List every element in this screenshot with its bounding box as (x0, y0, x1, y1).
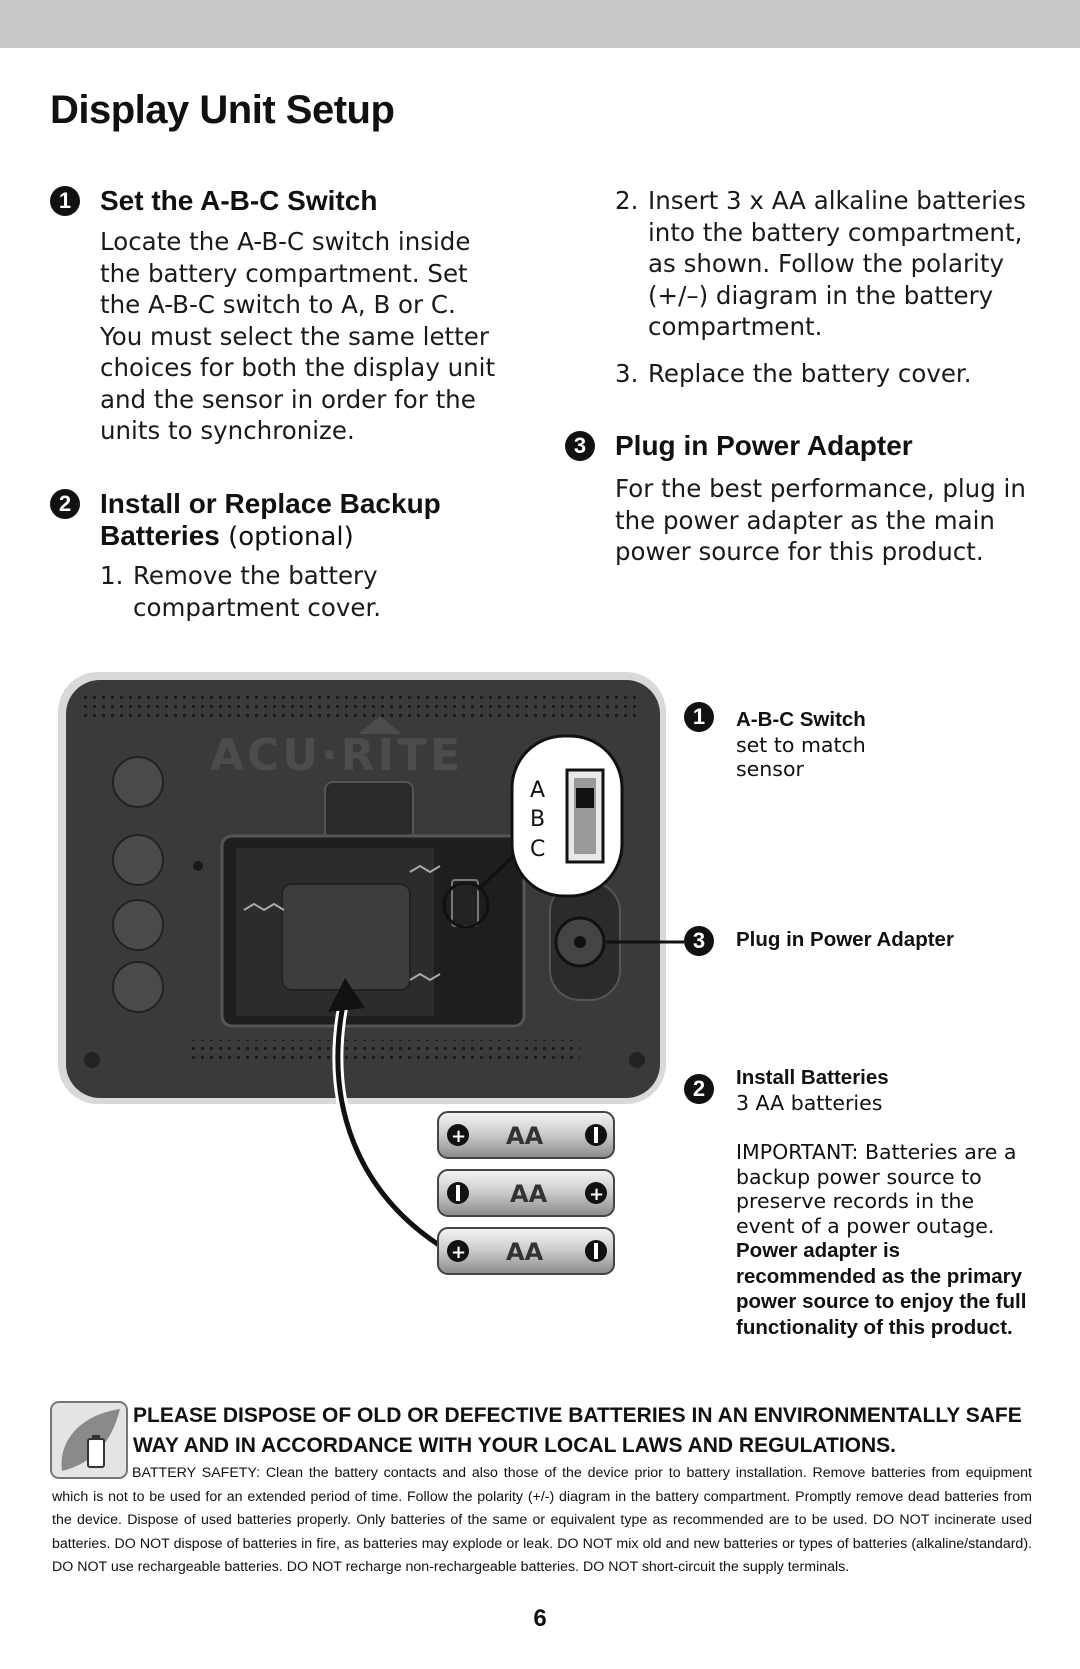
battery-disposal-icon (50, 1401, 128, 1479)
disposal-heading: PLEASE DISPOSE OF OLD OR DEFECTIVE BATTE… (133, 1404, 1022, 1457)
battery-2-label: AA (510, 1180, 548, 1208)
callout-power-adapter-title: Plug in Power Adapter (736, 928, 954, 951)
section-2-optional: (optional) (219, 522, 354, 552)
spring-right-bottom (409, 972, 441, 982)
switch-letter-a: A (530, 778, 545, 803)
step-3-number: 3. (615, 359, 639, 388)
side-button-3 (112, 899, 164, 951)
battery-cover-tab (281, 883, 411, 991)
battery-safety-body: BATTERY SAFETY: Clean the battery contac… (52, 1465, 1032, 1575)
side-button-1 (112, 756, 164, 808)
section-3-body: For the best performance, plug in the po… (615, 474, 1026, 566)
top-band (0, 0, 1080, 48)
callout-abc-switch-title: A-B-C Switch (736, 708, 866, 731)
switch-letter-c: C (530, 837, 545, 862)
screw-right (629, 1052, 645, 1068)
battery-safety-text: BATTERY SAFETY: Clean the battery contac… (52, 1462, 1032, 1580)
step-number-1-icon: 1 (50, 186, 80, 216)
battery-3: + AA (437, 1227, 615, 1275)
svg-text:+: + (451, 1242, 466, 1263)
section-1-heading: 1 Set the A-B-C Switch (50, 185, 378, 217)
spring-left (243, 902, 285, 912)
callout-power-adapter: Plug in Power Adapter (736, 928, 1036, 953)
callout-number-1-icon: 1 (684, 702, 714, 732)
step-2-number: 2. (615, 186, 639, 215)
step-1-text: Remove the battery compartment cover. (133, 561, 382, 622)
battery-1: + AA (437, 1111, 615, 1159)
top-grille (82, 692, 642, 722)
svg-text:+: + (589, 1184, 604, 1205)
step-number-2-icon: 2 (50, 489, 80, 519)
section-2-title-line2: Batteries (100, 520, 220, 551)
spring-right-top (409, 864, 441, 874)
step-3-text: Replace the battery cover. (648, 359, 972, 388)
bottom-grille (190, 1040, 580, 1062)
page-number: 6 (533, 1605, 547, 1632)
callout-important-bold: Power adapter is recommended as the prim… (736, 1239, 1027, 1339)
insert-arrow-head (328, 978, 365, 1012)
callout-install-batteries-text: 3 AA batteries (736, 1090, 883, 1115)
battery-1-label: AA (506, 1122, 544, 1150)
callout-important-text: IMPORTANT: Batteries are a backup power … (736, 1140, 1017, 1238)
section-3-heading: 3 Plug in Power Adapter (565, 430, 913, 462)
screw-left (84, 1052, 100, 1068)
switch-letter-b: B (530, 807, 545, 832)
section-2-heading: 2 Install or Replace Backup Batteries (o… (50, 488, 500, 553)
callout-number-3-icon: 3 (684, 926, 714, 956)
step-3: 3. Replace the battery cover. (615, 358, 1035, 390)
callout-abc-switch-text: set to match sensor (736, 732, 866, 782)
switch-zoom-knob (576, 788, 594, 808)
svg-text:+: + (451, 1126, 466, 1147)
power-jack (574, 936, 586, 948)
callout-number-2-icon: 2 (684, 1074, 714, 1104)
callout-important-note: IMPORTANT: Batteries are a backup power … (736, 1140, 1036, 1340)
battery-3-label: AA (506, 1238, 544, 1266)
callout-abc-switch: A-B-C Switch set to match sensor (736, 708, 936, 782)
insert-arrow (335, 994, 452, 1255)
brand-logo: ACU·RITE (210, 730, 463, 781)
battery-2: + AA (437, 1169, 615, 1217)
section-3-title: Plug in Power Adapter (615, 430, 913, 461)
side-button-4 (112, 961, 164, 1013)
step-2-text: Insert 3 x AA alkaline batteries into th… (648, 186, 1026, 341)
brand-triangle (358, 716, 402, 734)
step-number-3-icon: 3 (565, 431, 595, 461)
side-button-2 (112, 834, 164, 886)
page-title: Display Unit Setup (50, 88, 395, 132)
reset-hole (193, 861, 203, 871)
switch-highlight-ring (442, 881, 490, 929)
section-2-title-line1: Install or Replace Backup (100, 488, 441, 519)
callout-install-batteries-title: Install Batteries (736, 1066, 889, 1089)
section-1-title: Set the A-B-C Switch (100, 185, 378, 216)
section-1-body: Locate the A-B-C switch inside the batte… (100, 227, 496, 445)
step-1: 1. Remove the battery compartment cover. (100, 560, 400, 623)
step-1-number: 1. (100, 561, 124, 590)
callout-install-batteries: Install Batteries 3 AA batteries (736, 1066, 1036, 1115)
step-2: 2. Insert 3 x AA alkaline batteries into… (615, 185, 1035, 343)
